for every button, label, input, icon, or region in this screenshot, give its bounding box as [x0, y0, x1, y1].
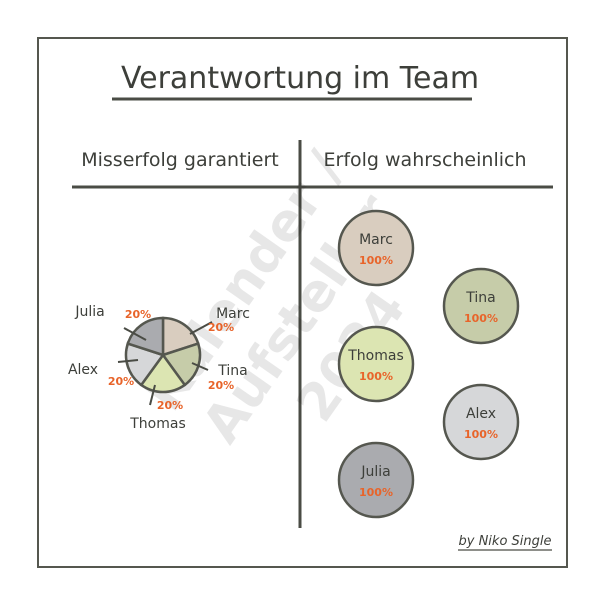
leader-line-alex [117, 359, 139, 363]
left-header: Misserfolg garantiert [81, 149, 279, 171]
circle-alex: Alex 100% [442, 383, 520, 461]
right-header: Erfolg wahrscheinlich [324, 149, 527, 171]
frame [37, 37, 568, 568]
circle-percent: 100% [464, 312, 498, 325]
circle-shape [442, 383, 520, 461]
pie-label-name: Thomas [129, 416, 186, 432]
pie-slice-alex [124, 341, 166, 387]
pie-label-percent: 20% [125, 308, 151, 321]
circle-tina: Tina 100% [442, 267, 520, 345]
circle-shape [442, 267, 520, 345]
leader-line-marc [189, 321, 213, 335]
pie-slice-julia [126, 316, 165, 357]
circle-julia: Julia 100% [337, 441, 415, 519]
circle-name: Julia [360, 464, 390, 480]
watermark: Kalender / Aufsteller 2024 [134, 141, 417, 454]
circle-percent: 100% [359, 370, 393, 383]
circle-name: Tina [465, 290, 495, 306]
circle-name: Alex [466, 406, 496, 422]
pie-slice-thomas [139, 352, 187, 394]
pie-label-name: Marc [216, 306, 250, 322]
pie-label-percent: 20% [208, 321, 234, 334]
circle-percent: 100% [464, 428, 498, 441]
pie-label-name: Julia [74, 304, 104, 320]
signature: by Niko Single [459, 534, 552, 549]
pie-label-percent: 20% [157, 399, 183, 412]
circle-marc: Marc 100% [337, 209, 415, 287]
circle-thomas: Thomas 100% [337, 325, 415, 403]
circle-percent: 100% [359, 254, 393, 267]
circle-name: Thomas [347, 348, 404, 364]
leader-line-julia [123, 327, 147, 341]
pie-label-percent: 20% [208, 379, 234, 392]
success-circles: Marc 100% Tina 100% Thomas 100% Alex 100% Julia 1… [337, 209, 520, 519]
pie-label-percent: 20% [108, 375, 134, 388]
leader-line-thomas [149, 384, 156, 406]
circle-name: Marc [359, 232, 393, 248]
circle-shape [337, 209, 415, 287]
leader-line-tina [191, 362, 209, 371]
pie-label-name: Tina [217, 363, 247, 379]
pie-label-name: Alex [68, 362, 98, 378]
title: Verantwortung im Team [121, 61, 479, 96]
circle-percent: 100% [359, 486, 393, 499]
circle-shape [337, 325, 415, 403]
circle-shape [337, 441, 415, 519]
